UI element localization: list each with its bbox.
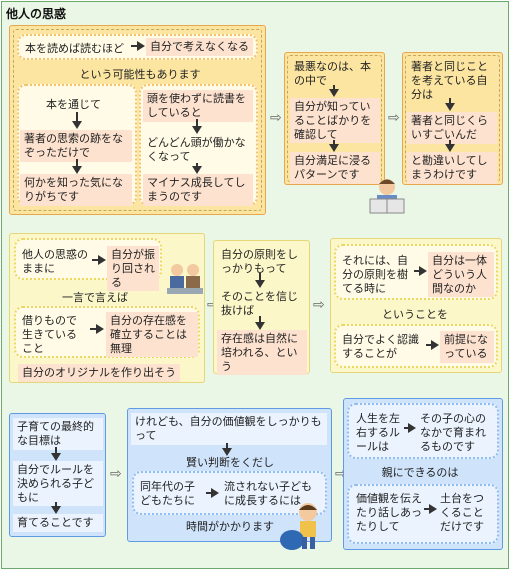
- s8-to-s9-arrow: ⇨: [335, 466, 347, 482]
- s4-bot-left: 借りもので生きていること: [22, 314, 77, 355]
- s1-right-arrow-1: [192, 126, 202, 134]
- s4-mid: 一言で言えば: [62, 291, 128, 304]
- s5-item-2: そのことを信じ抜けば: [221, 290, 298, 317]
- s4-bot-right: 自分の存在感を確立することは無理: [106, 312, 198, 358]
- s3-arrow-2: [445, 144, 455, 152]
- s2-item-1: 最悪なのは、本の中で: [294, 60, 371, 87]
- s1-right-3: マイナス成長してしまうのです: [143, 174, 253, 206]
- office-workers-illustration: [167, 264, 203, 294]
- s1-right-shaft-1: [196, 119, 198, 127]
- s8-top: けれども、自分の価値観をしっかりもって: [131, 413, 327, 445]
- s4-top-right: 自分が振り回される: [107, 246, 159, 292]
- s4-to-s5-arrow: ⇨: [207, 297, 219, 313]
- s9-bot-right: 土台をつくることだけです: [440, 492, 484, 533]
- s6-top-arrow: [419, 266, 427, 276]
- s1-left-3: 何かを知った気になりがちです: [20, 174, 132, 206]
- reading-man-illustration: [369, 179, 405, 214]
- section1-dashed: [13, 29, 262, 211]
- s5-item-1: 自分の原則をしっかりもって: [221, 248, 298, 275]
- s1-top-arrow: [137, 41, 145, 51]
- s1-left-arrow-1: [72, 121, 82, 129]
- s4-bottom: 自分のオリジナルを作り出そう: [18, 364, 180, 382]
- s5-shaft-1: [259, 273, 261, 281]
- s9-bot-arrow: [429, 504, 437, 514]
- s3-item-1: 著者と同じことを考えている自分は: [411, 60, 488, 101]
- s4-top-shaft: [92, 259, 98, 261]
- s6-top-left: それには、自分の原則を樹てる時に: [342, 254, 408, 295]
- s1-left-2: 著者の思索の跡をなぞっただけで: [20, 130, 132, 162]
- s8-inner-shaft: [206, 492, 212, 494]
- s1-right-2: どんどん頭が働かなくなって: [147, 136, 246, 163]
- s7-shaft-1: [55, 447, 57, 455]
- s6-top-right: 自分は一体どういう人間なのか: [428, 252, 494, 298]
- s8-bottom: 時間がかかります: [186, 520, 274, 533]
- s4-top-arrow: [98, 255, 106, 265]
- s2-shaft-1: [333, 85, 335, 91]
- s3-shaft-1: [449, 98, 451, 104]
- s1-right-1: 頭を使わずに読書をしていると: [143, 90, 253, 122]
- s3-arrow-1: [445, 103, 455, 111]
- s7-item-2: 自分でルールを決められる子どもに: [13, 461, 103, 507]
- s2-arrow-1: [329, 89, 339, 97]
- s6-bot-right: 前提になっている: [440, 331, 494, 363]
- s6-top-shaft: [414, 270, 420, 272]
- s1-top-arrow-shaft: [131, 45, 137, 47]
- s9-top-shaft: [404, 427, 410, 429]
- s1-top-result: 自分で考えなくなる: [146, 38, 253, 56]
- s7-arrow-2: [51, 506, 61, 514]
- s8-arrow-1: [222, 448, 232, 456]
- boy-with-bag-illustration: [280, 503, 317, 550]
- s8-inner-box: [132, 471, 327, 515]
- s1-left-shaft-1: [76, 112, 78, 122]
- s1-left-1: 本を通じて: [46, 98, 101, 111]
- s1-mid-text: という可能性もあります: [79, 68, 201, 81]
- s1-to-s2-arrow: ⇨: [270, 110, 282, 126]
- s4-bot-arrow: [96, 324, 104, 334]
- s5-arrow-1: [255, 280, 265, 288]
- s2-item-2: 自分が知っていることばかりを確認して: [290, 98, 380, 144]
- s5-item-3: 存在感は自然に培われる、という: [217, 330, 307, 376]
- s6-bot-arrow: [431, 340, 439, 350]
- s9-mid: 親にできるのは: [381, 466, 459, 479]
- s9-top-left: 人生を左右するルールは: [356, 412, 400, 453]
- s9-bot-box: [347, 484, 499, 544]
- s7-arrow-1: [51, 453, 61, 461]
- s6-bot-shaft: [426, 344, 432, 346]
- s3-item-2: 著者と同じくらいすごいんだ: [407, 112, 497, 144]
- s7-item-1: 子育ての最終的な目標は: [13, 418, 103, 450]
- s7-shaft-2: [55, 502, 57, 508]
- s1-right-arrow-2: [192, 166, 202, 174]
- s8-shaft-1: [226, 443, 228, 450]
- s8-mid: 賢い判断をくだし: [186, 456, 274, 469]
- s6-bot-left: 自分でよく認識することが: [342, 333, 419, 360]
- s9-top-right: その子の心のなかで育まれるものです: [420, 412, 486, 453]
- s3-shaft-2: [449, 140, 451, 145]
- s2-shaft-2: [333, 140, 335, 145]
- s5-shaft-2: [259, 316, 261, 324]
- s5-arrow-2: [255, 322, 265, 330]
- s2-to-s3-arrow: ⇨: [388, 110, 400, 126]
- diagram-title: 他人の思惑: [6, 7, 67, 21]
- s7-item-3: 育てることです: [13, 514, 103, 532]
- s1-left-arrow-2: [72, 166, 82, 174]
- s4-bot-shaft: [90, 328, 96, 330]
- s6-mid: ということを: [382, 308, 448, 321]
- s1-top-text: 本を読めば読むほど: [25, 42, 124, 55]
- s9-top-arrow: [408, 423, 416, 433]
- s9-bot-shaft: [424, 508, 430, 510]
- s9-top-box: [347, 403, 499, 459]
- s9-bot-left: 価値観を伝えたり話しあったりして: [356, 492, 422, 533]
- s8-left: 同年代の子どもたちに: [140, 480, 195, 507]
- s2-item-3: 自分満足に浸るパターンです: [290, 152, 380, 184]
- s3-item-3: と勘違いしてしまうわけです: [407, 152, 497, 184]
- s5-to-s6-arrow: ⇨: [313, 297, 325, 313]
- s7-to-s8-arrow: ⇨: [110, 466, 122, 482]
- s2-arrow-2: [329, 144, 339, 152]
- s1-left-shaft-2: [76, 159, 78, 167]
- s8-inner-arrow: [211, 488, 219, 498]
- s4-top-left: 他人の思惑のままに: [22, 248, 88, 275]
- s8-right: 流されない子どもに成長するには: [224, 480, 312, 507]
